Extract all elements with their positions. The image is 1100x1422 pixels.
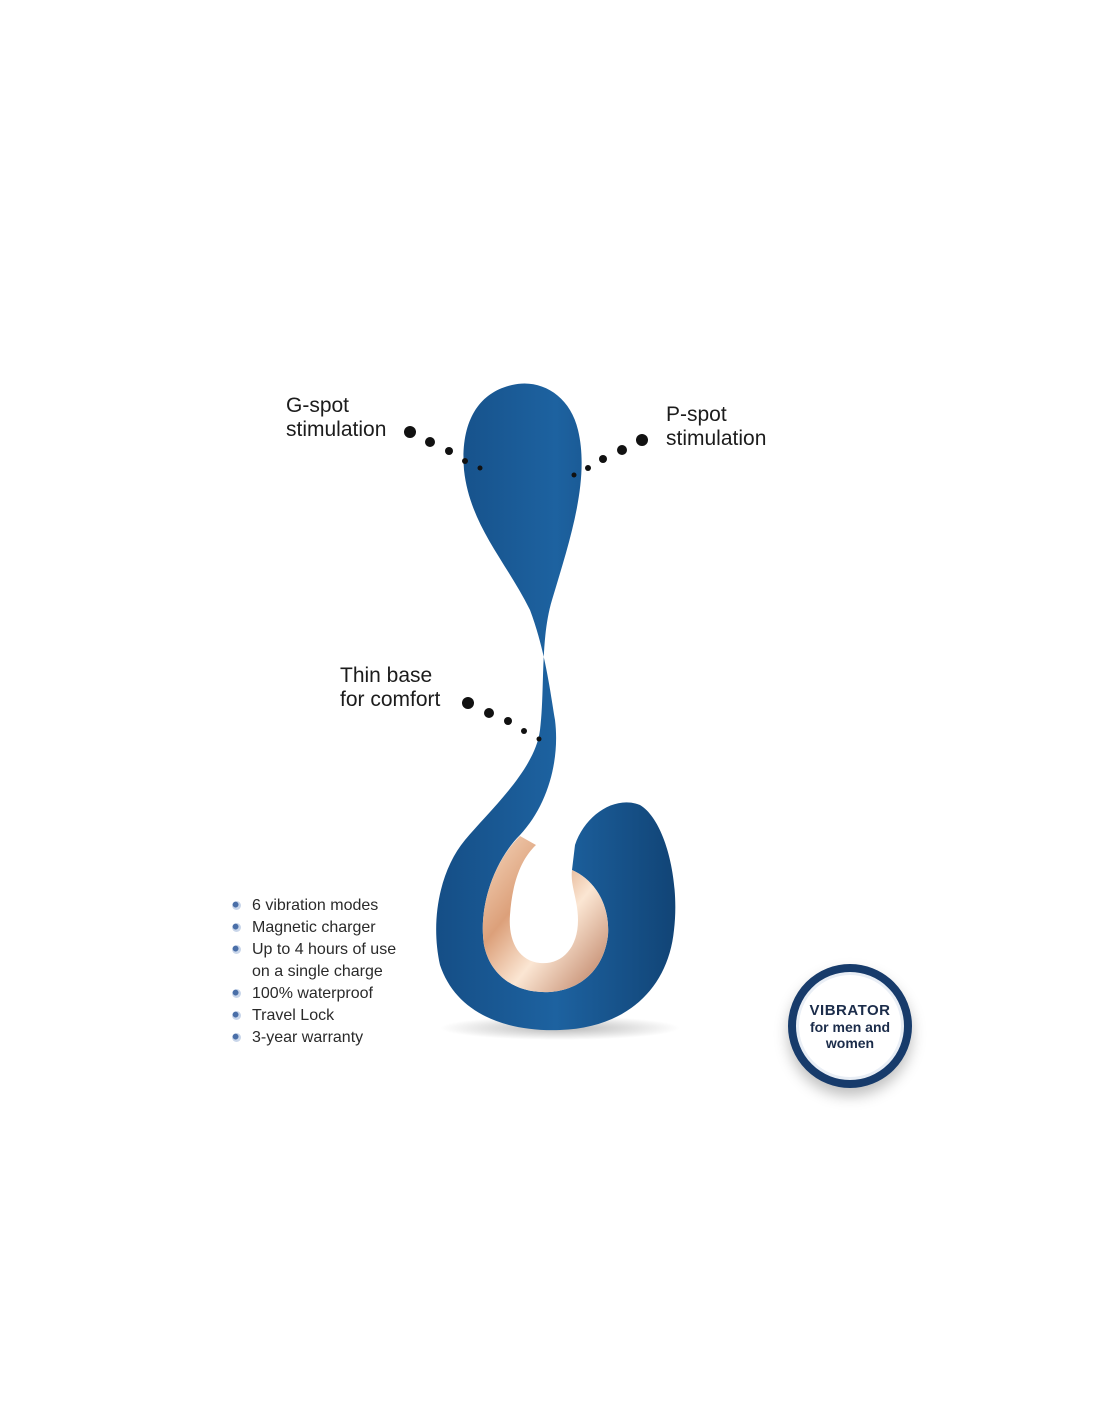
product-body bbox=[436, 383, 676, 1031]
list-item: 100% waterproof bbox=[230, 983, 396, 1005]
bullet-icon bbox=[232, 901, 241, 910]
badge-line1: VIBRATOR bbox=[809, 1001, 891, 1019]
callout-pspot-line2: stimulation bbox=[666, 427, 767, 450]
thin-base-dots bbox=[462, 697, 542, 742]
pspot-dots bbox=[571, 434, 648, 478]
callout-pspot: P-spot stimulation bbox=[666, 403, 766, 451]
bullet-icon bbox=[232, 1011, 241, 1020]
feature-list: 6 vibration modes Magnetic charger Up to… bbox=[230, 895, 396, 1049]
callout-thin-line1: Thin base bbox=[340, 664, 433, 687]
vibrator-badge: VIBRATOR for men and women bbox=[788, 964, 912, 1088]
gspot-dots bbox=[404, 426, 483, 471]
callout-gspot-line1: G-spot bbox=[286, 394, 350, 417]
bullet-icon bbox=[232, 1033, 241, 1042]
callout-gspot-line2: stimulation bbox=[286, 418, 387, 441]
callout-thin-line2: for comfort bbox=[340, 688, 441, 711]
rose-gold-ring bbox=[482, 836, 609, 993]
callout-pspot-line1: P-spot bbox=[666, 403, 727, 426]
list-item: Magnetic charger bbox=[230, 917, 396, 939]
bullet-icon bbox=[232, 945, 241, 954]
list-item: 3-year warranty bbox=[230, 1027, 396, 1049]
bullet-icon bbox=[232, 923, 241, 932]
bullet-icon bbox=[232, 989, 241, 998]
callout-thin-base: Thin base for comfort bbox=[340, 664, 440, 712]
badge-line2: for men and bbox=[809, 1018, 891, 1035]
list-item: 6 vibration modes bbox=[230, 895, 396, 917]
list-item: Travel Lock bbox=[230, 1005, 396, 1027]
callout-gspot: G-spot stimulation bbox=[286, 394, 386, 442]
badge-line3: women bbox=[825, 1034, 875, 1051]
